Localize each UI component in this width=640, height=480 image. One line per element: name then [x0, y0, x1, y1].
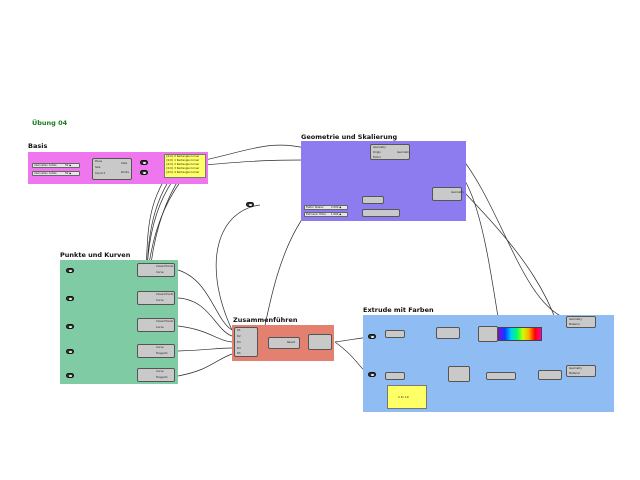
- geometry-param-knob[interactable]: [368, 334, 376, 339]
- geometry-param-knob[interactable]: [368, 372, 376, 377]
- slider-label: Extrusion Höhe: [306, 213, 326, 216]
- group-title-punkte: Punkte und Kurven: [60, 251, 131, 259]
- group-title-extrude: Extrude mit Farben: [363, 306, 434, 314]
- slider-label: Intervallen Größe: [34, 172, 57, 175]
- multiply-node[interactable]: [362, 209, 400, 217]
- panel-line: {0;0} 1 Rectangle Corner: [166, 159, 200, 162]
- color-gradient[interactable]: [498, 327, 542, 341]
- merge-input: D3: [237, 341, 241, 344]
- node-input: Geometry: [569, 367, 582, 370]
- panel-text: 1 to 10: [398, 395, 409, 399]
- node-input: Geometry: [569, 318, 582, 321]
- geo-slider-2[interactable]: Extrusion Höhe 1.000 ◆: [304, 212, 348, 217]
- basis-slider-1[interactable]: Intervallen Größe 50 ◆: [32, 163, 80, 168]
- node-input: Material: [569, 323, 580, 326]
- merge-input: D2: [237, 335, 241, 338]
- boundary-surface-node[interactable]: [308, 334, 332, 350]
- extrude-node[interactable]: Geometry: [432, 187, 464, 201]
- scale-node[interactable]: Geometry Origin Factor Geometry: [370, 144, 410, 160]
- geo-slider-1[interactable]: Faktor Skalier 2.000 ◆: [304, 205, 348, 210]
- curve-node-5[interactable]: Curve Tangents: [137, 368, 175, 382]
- node-output: Geometry: [451, 191, 464, 194]
- join-curves-node[interactable]: Result: [268, 337, 300, 349]
- main-title: Übung 04: [32, 119, 68, 127]
- group-title-zusammenfuehren: Zusammenführen: [233, 316, 298, 324]
- group-title-basis: Basis: [28, 142, 48, 150]
- node-output: Closed Points: [156, 293, 174, 296]
- node-input: Material: [569, 372, 580, 375]
- slider-value: 50 ◆: [65, 172, 72, 175]
- remap-node[interactable]: [478, 326, 498, 342]
- node-output: Curve: [156, 271, 164, 274]
- relay-knob[interactable]: [246, 202, 254, 207]
- slider-value: 50 ◆: [65, 164, 72, 167]
- node-output: Curve: [156, 326, 164, 329]
- bounds-node[interactable]: [436, 327, 460, 339]
- multiply-node-2[interactable]: [486, 372, 516, 380]
- merge-input: D5: [237, 352, 241, 355]
- curve-node-3[interactable]: Closed Points Curve: [137, 318, 175, 332]
- node-input: Origin: [373, 151, 381, 154]
- panel-line: {0;0} 3 Rectangle Corner: [166, 167, 200, 170]
- node-output: Closed Points: [156, 265, 174, 268]
- point-knob[interactable]: [66, 296, 74, 301]
- panel-line: {0;0} 4 Rectangle Corner: [166, 171, 200, 174]
- point-knob[interactable]: [66, 268, 74, 273]
- node-input: Factor: [373, 156, 381, 159]
- slider-label: Intervallen Größe: [34, 164, 57, 167]
- panel-line: {0;0} 2 Rectangle Corner: [166, 163, 200, 166]
- color-node[interactable]: [538, 370, 562, 380]
- curve-node-1[interactable]: Closed Points Curve: [137, 263, 175, 277]
- node-output: Cells: [121, 162, 128, 165]
- slider-value: 2.000 ◆: [331, 206, 342, 209]
- slider-label: Faktor Skalier: [306, 206, 324, 209]
- merge-input: D4: [237, 347, 241, 350]
- point-knob[interactable]: [66, 373, 74, 378]
- point-knob[interactable]: [66, 349, 74, 354]
- point-knob[interactable]: [66, 324, 74, 329]
- graph-param-knob[interactable]: [140, 170, 148, 175]
- custom-preview-node-2[interactable]: Geometry Material: [566, 365, 596, 377]
- group-title-geometrie: Geometrie und Skalierung: [301, 133, 398, 141]
- rectangular-grid-node[interactable]: Plane Size Count X Cells Points: [92, 158, 132, 180]
- node-input: Size: [95, 166, 101, 169]
- slider-value: 1.000 ◆: [331, 213, 342, 216]
- area-node[interactable]: [385, 330, 405, 338]
- node-output: Curve: [156, 370, 164, 373]
- node-output: Curve: [156, 346, 164, 349]
- node-output: Curve: [156, 299, 164, 302]
- node-output: Closed Points: [156, 320, 174, 323]
- node-output: Tangents: [156, 376, 168, 379]
- node-output: Points: [121, 171, 129, 174]
- curve-node-4[interactable]: Curve Tangents: [137, 344, 175, 358]
- node-output: Tangents: [156, 352, 168, 355]
- curve-node-2[interactable]: Closed Points Curve: [137, 291, 175, 305]
- range-panel[interactable]: 1 to 10: [387, 385, 427, 409]
- vector-node[interactable]: [362, 196, 384, 204]
- merge-input: D1: [237, 329, 241, 332]
- node-input: Count X: [95, 172, 106, 175]
- custom-preview-node[interactable]: Geometry Material: [566, 316, 596, 328]
- node-output: Geometry: [397, 151, 410, 154]
- basis-slider-2[interactable]: Intervallen Größe 50 ◆: [32, 171, 80, 176]
- node-output: Result: [287, 341, 296, 344]
- node-input: Geometry: [373, 146, 386, 149]
- node-input: Plane: [95, 160, 103, 163]
- basis-output-panel[interactable]: {0;0} 0 Rectangle Corner {0;0} 1 Rectang…: [164, 154, 206, 178]
- area-node-2[interactable]: [385, 372, 405, 380]
- list-item-node[interactable]: [448, 366, 470, 382]
- graph-param-knob[interactable]: [140, 160, 148, 165]
- panel-line: {0;0} 0 Rectangle Corner: [166, 155, 200, 158]
- merge-node[interactable]: D1 D2 D3 D4 D5: [234, 327, 258, 357]
